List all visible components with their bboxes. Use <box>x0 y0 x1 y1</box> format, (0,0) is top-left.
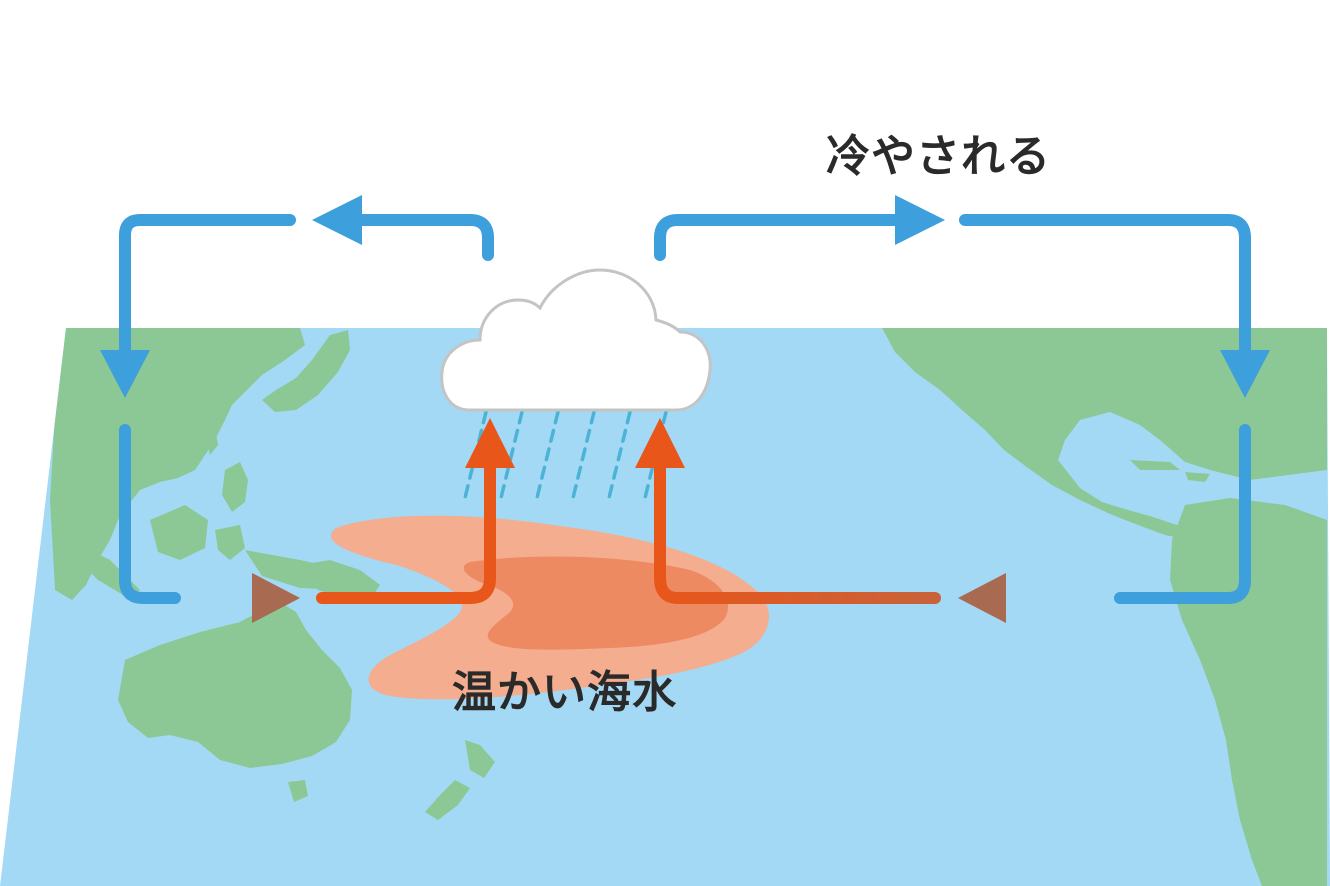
rain-drop <box>534 410 560 504</box>
right-loop-descent-branch <box>1114 424 1251 604</box>
left-circulation-loop <box>100 195 494 623</box>
north-america-landmass <box>882 328 1327 540</box>
japan-island <box>262 330 350 412</box>
caribbean-islands <box>1130 460 1210 482</box>
right-loop-upper-branch <box>959 214 1251 376</box>
left-loop-descent-branch <box>119 424 181 604</box>
asia-landmass <box>50 328 305 600</box>
cloud-icon <box>440 268 712 412</box>
warm-water-label: 温かい海水 <box>452 667 677 718</box>
arrow-right-down <box>1220 350 1270 398</box>
arrow-warm-up-right <box>635 418 685 468</box>
australia-landmass <box>118 602 352 768</box>
arrow-left-top <box>312 195 362 245</box>
left-loop-upper-branch <box>119 214 296 376</box>
new-guinea-island <box>300 560 380 600</box>
warm-flow-left <box>316 454 496 604</box>
right-loop-top-branch <box>654 214 906 261</box>
rain-drop <box>570 410 596 504</box>
warm-flow-right <box>654 454 941 604</box>
arrow-left-surface <box>252 573 300 623</box>
philippines-islands <box>205 428 248 512</box>
left-loop-top-branch <box>339 214 494 261</box>
indonesia-islands <box>78 505 360 598</box>
cooled-label: 冷やされる <box>826 131 1051 182</box>
tasmania-island <box>288 780 308 802</box>
rain-drop <box>498 410 524 504</box>
new-zealand-islands <box>425 740 495 820</box>
arrow-warm-up-left <box>465 418 515 468</box>
rain-drop <box>606 410 632 504</box>
arrow-right-top <box>895 195 945 245</box>
warm-rising-flows <box>316 418 941 604</box>
right-circulation-loop <box>654 195 1270 623</box>
arrow-right-surface <box>958 573 1006 623</box>
arrow-left-down <box>100 350 150 398</box>
